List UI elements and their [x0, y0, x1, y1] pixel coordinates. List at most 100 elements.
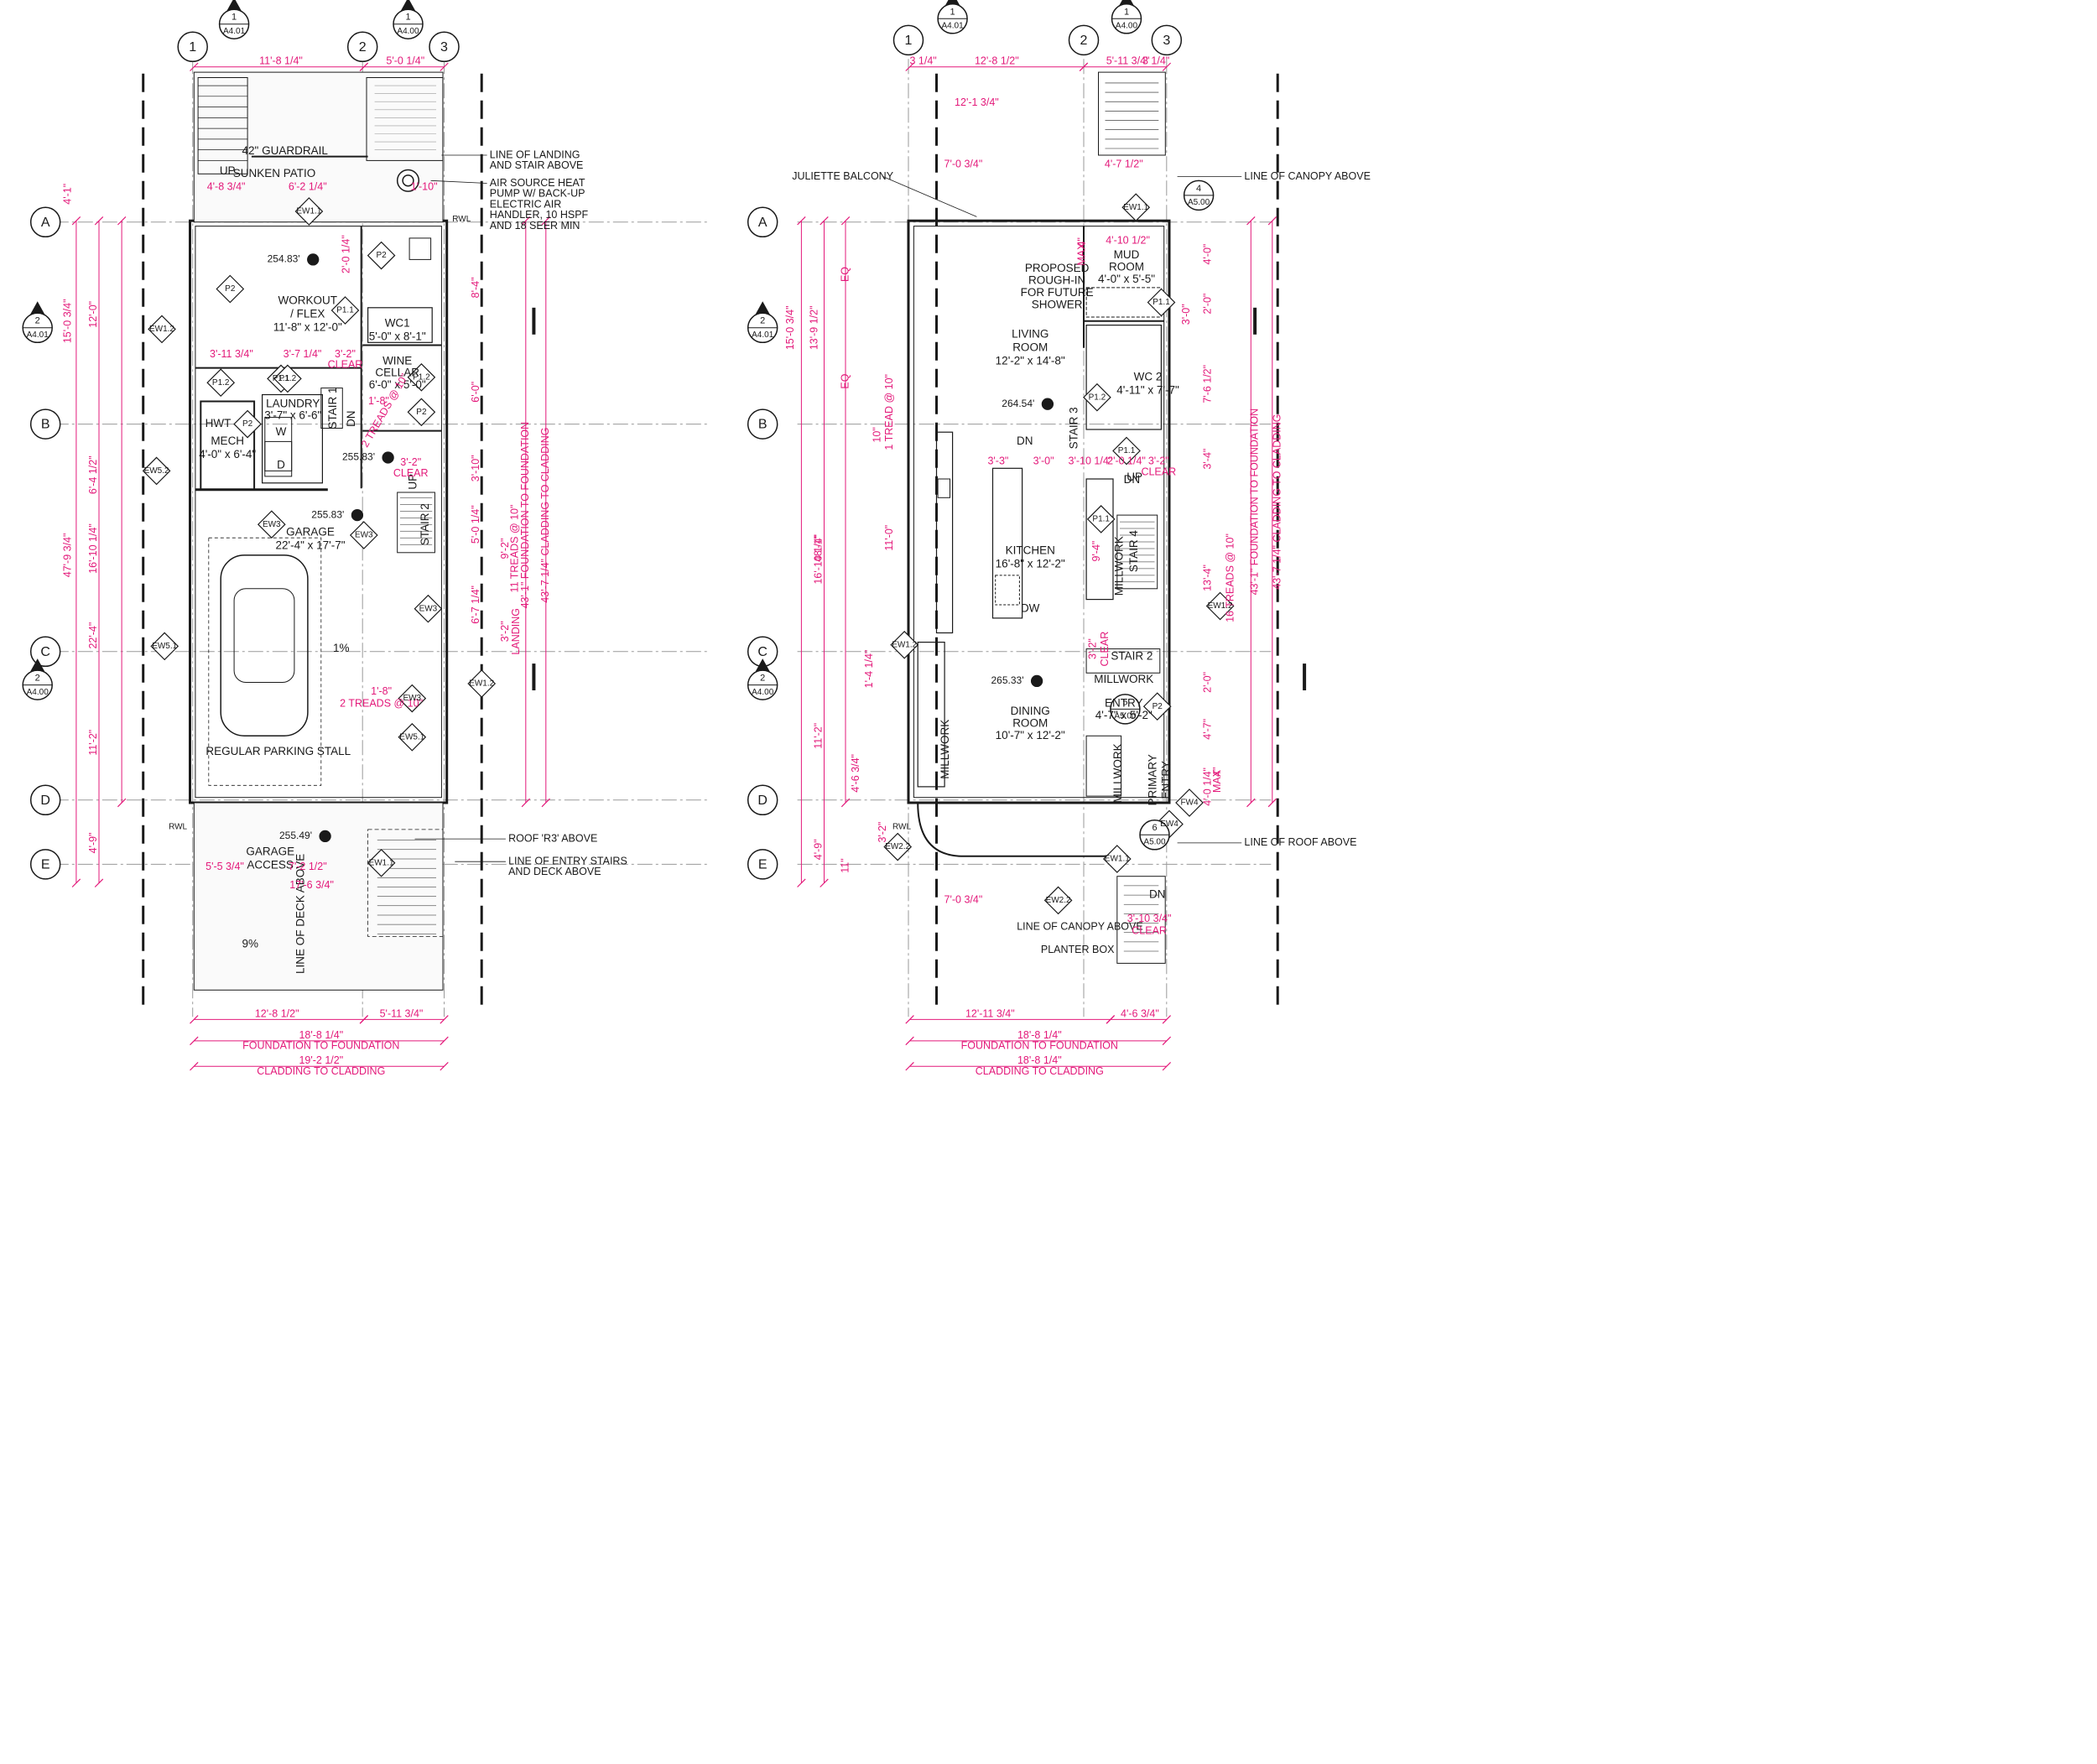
dimension-tick — [190, 1061, 199, 1071]
right-note: LINE OF CANOPY ABOVE — [1244, 170, 1371, 182]
right-room-label: ROOM — [1109, 261, 1144, 273]
left-vertical-dimension: 43'-7 1/4" CLADDING TO CLADDING — [539, 427, 551, 602]
right-material-tag: EW1.2 — [892, 640, 917, 649]
section-marker-1-A400-right-sheet: A4.00 — [1116, 22, 1138, 31]
left-dimension: 11'-8 1/4" — [259, 55, 303, 67]
left-material-tag: P1.1 — [336, 306, 354, 315]
dimension-tick — [541, 798, 550, 808]
left-vertical-dimension: 43'-1" FOUNDATION TO FOUNDATION — [519, 422, 531, 609]
stair-4 — [1116, 514, 1158, 590]
right-dimension: 18'-8 1/4" — [1017, 1029, 1062, 1041]
right-room-label: PRIMARY — [1146, 754, 1158, 805]
right-room-label: DN — [1124, 473, 1141, 486]
dimension-tick — [905, 1061, 914, 1071]
right-room-label: DN — [1017, 434, 1033, 447]
left-elevation-marker-marker — [382, 451, 394, 464]
plan-linework — [22, 0, 1307, 1071]
grid-row-D: D — [40, 794, 50, 808]
millwork-stair — [1085, 478, 1114, 601]
grid-col-right-2-bubble — [1068, 24, 1100, 56]
left-material-tag: EW3 — [419, 604, 438, 613]
section-marker-1-A401-right-number: 1 — [950, 7, 955, 17]
grid-col-right-1: 1 — [905, 34, 913, 48]
sink — [408, 237, 432, 260]
left-dimension: CLADDING TO CLADDING — [257, 1065, 385, 1077]
left-note: ROOF 'R3' ABOVE — [508, 832, 597, 844]
left-room-label: 4'-0" x 6'-4" — [199, 448, 256, 461]
left-material-tag-diamond — [233, 409, 262, 439]
left-material-tag-diamond — [142, 456, 171, 486]
right-vertical-dimension: 2'-0" — [1202, 672, 1214, 693]
right-material-tag: EW4 — [1160, 820, 1179, 829]
left-dimension: 18'-8 1/4" — [299, 1029, 343, 1041]
left-room-label: WC1 — [385, 317, 410, 330]
left-note: HANDLER, 10 HSPF — [490, 209, 589, 221]
right-dimension: 3'-10 3/4" — [1127, 913, 1172, 924]
left-vertical-dimension: 11'-2" — [87, 730, 99, 756]
right-vertical-dimension: 48'-1" — [812, 535, 824, 562]
right-room-label: STAIR 3 — [1067, 407, 1080, 449]
right-vertical-dimension: CLEAR — [1099, 632, 1111, 667]
stair-above — [366, 77, 444, 161]
left-material-tag: EW1.1 — [369, 858, 394, 867]
grid-row-right-D-bubble — [747, 784, 778, 816]
left-material-tag: P2 — [376, 251, 387, 260]
grid-row-A-bubble — [29, 206, 61, 238]
dryer — [264, 440, 293, 477]
left-material-tag: P1.2 — [279, 374, 297, 383]
right-dimension: 12'-1 3/4" — [955, 96, 999, 108]
left-dimension: 4'-8 3/4" — [207, 181, 246, 193]
millwork-entry — [1085, 735, 1122, 797]
dimension-tick — [541, 216, 550, 226]
left-material-tag: EW5.2 — [144, 466, 169, 476]
section-marker-2-A400-right-sheet: A4.00 — [752, 688, 774, 697]
entry-stair-above — [367, 829, 444, 937]
left-material-tag-diamond — [257, 510, 286, 539]
left-room-label: DN — [345, 410, 357, 427]
right-dimension: 3'-3" — [987, 455, 1008, 467]
right-material-tag-diamond — [1175, 788, 1204, 817]
right-vertical-dimension: EQ — [839, 267, 851, 282]
left-material-tag-diamond — [407, 398, 436, 427]
detail-callout-number: 4 — [1196, 184, 1201, 194]
right-material-tag-diamond — [883, 832, 913, 861]
left-room-label: REGULAR PARKING STALL — [206, 745, 351, 757]
right-dimension: 7'-0 3/4" — [944, 158, 983, 169]
right-dimension: CLEAR — [1132, 924, 1167, 936]
dimension-tick — [440, 1015, 449, 1024]
grid-col-1-bubble — [177, 31, 208, 63]
millwork-2 — [1085, 648, 1161, 674]
left-vertical-dimension: 11 TREADS @ 10" — [508, 505, 520, 593]
right-elevation-marker-marker — [1030, 674, 1043, 688]
grid-row-right-A: A — [758, 216, 768, 230]
right-dimension: 12'-8 1/2" — [975, 55, 1019, 67]
left-material-tag: EW3 — [355, 531, 373, 540]
left-vertical-dimension: 47'-9 3/4" — [62, 533, 74, 578]
left-material-tag: P1.2 — [212, 378, 230, 388]
dimension-tick — [190, 1015, 199, 1024]
future-shower — [1085, 287, 1162, 318]
left-material-tag: EW1.2 — [469, 679, 494, 689]
right-room-label: MILLWORK — [939, 720, 951, 779]
detail-callout-sheet: A5.00 — [1114, 712, 1137, 721]
right-vertical-dimension: 2'-0" — [1202, 294, 1214, 315]
left-elevation-marker: 255.83' — [311, 508, 344, 520]
left-room-label: / FLEX — [290, 307, 325, 320]
left-dimension: 7'-2 1/2" — [289, 861, 327, 872]
left-material-tag: P1.2 — [413, 372, 430, 382]
right-room-label: ROUGH-IN — [1028, 274, 1085, 287]
right-room-label: 4'-7" x 5'-2" — [1095, 709, 1153, 721]
dimension-tick — [440, 1036, 449, 1046]
left-dimension: 1'-8" — [371, 685, 392, 697]
right-dimension: 5'-11 3/4" — [1106, 55, 1150, 67]
right-exterior-wall — [907, 219, 1171, 804]
right-note: JULIETTE BALCONY — [792, 170, 894, 182]
right-material-tag: P1.1 — [1153, 298, 1170, 307]
left-note: AND 18 SEER MIN — [490, 220, 580, 232]
left-room-label: MECH — [211, 434, 244, 447]
left-material-tag-diamond — [398, 722, 427, 752]
grid-row-C-bubble — [29, 636, 61, 668]
left-elevation-marker: 254.83' — [268, 253, 300, 265]
left-dimension: 1'-8" — [368, 395, 389, 407]
right-vertical-dimension: 4'-9" — [812, 839, 824, 860]
